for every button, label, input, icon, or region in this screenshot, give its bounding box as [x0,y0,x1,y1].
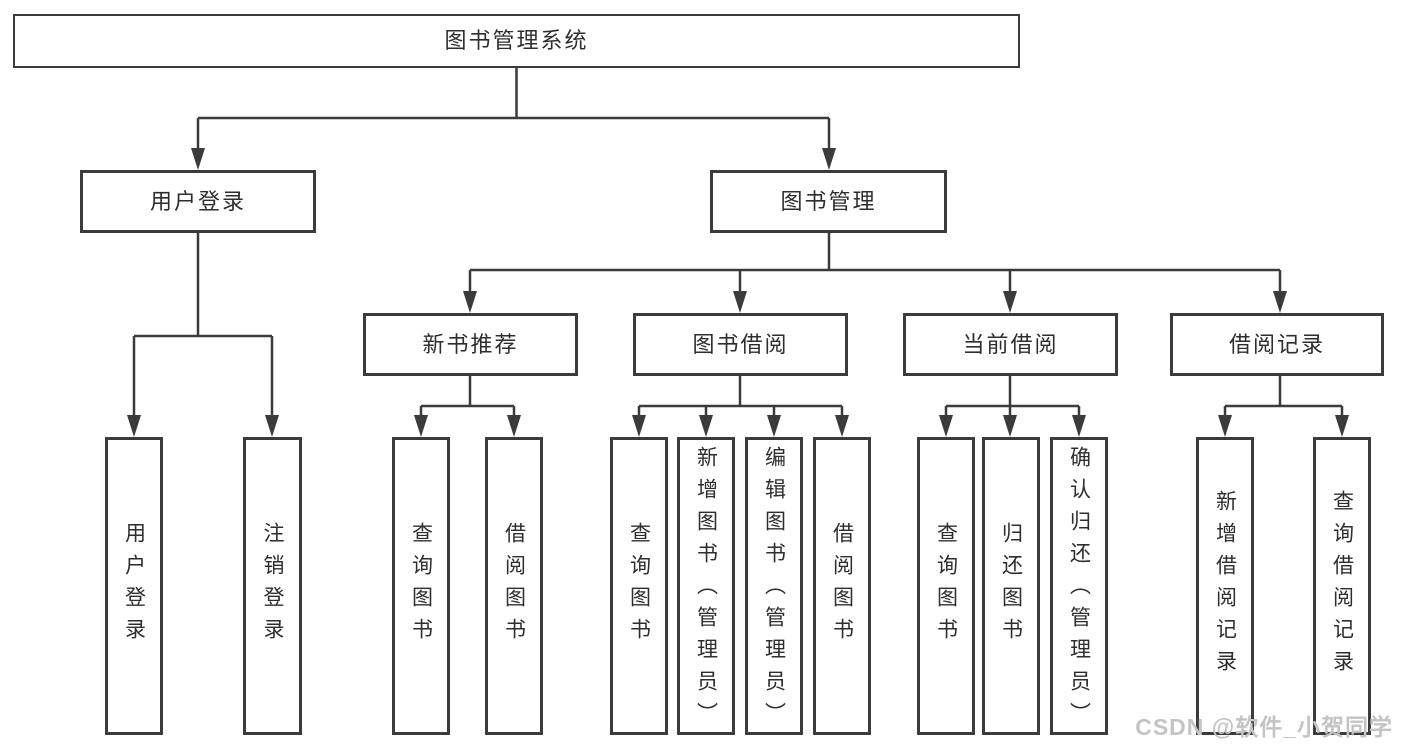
leaf-borrow-books: 借阅图书 [813,437,871,735]
leaf-add-borrow-record: 新增借阅记录 [1196,437,1254,735]
leaf-current-query-books: 查询图书 [917,437,975,735]
leaf-recommend-borrow-books: 借阅图书 [485,437,543,735]
node-root: 图书管理系统 [13,14,1020,68]
node-book-borrow: 图书借阅 [633,313,848,376]
node-user-login: 用户登录 [80,170,316,233]
leaf-borrow-query-books: 查询图书 [610,437,668,735]
leaf-return-books: 归还图书 [982,437,1040,735]
leaf-user-login: 用户登录 [105,437,163,735]
node-new-book-recommend: 新书推荐 [363,313,578,376]
node-current-borrow: 当前借阅 [903,313,1118,376]
leaf-query-borrow-record: 查询借阅记录 [1313,437,1371,735]
node-borrow-records: 借阅记录 [1170,313,1384,376]
leaf-edit-books-admin: 编辑图书（管理员） [745,437,803,735]
leaf-recommend-query-books: 查询图书 [392,437,450,735]
leaf-logout: 注销登录 [243,437,302,735]
node-book-management: 图书管理 [710,170,947,233]
csdn-watermark: CSDN @软件_小贺同学 [1135,714,1393,740]
leaf-add-books-admin: 新增图书（管理员） [677,437,735,735]
leaf-confirm-return-admin: 确认归还（管理员） [1050,437,1108,735]
